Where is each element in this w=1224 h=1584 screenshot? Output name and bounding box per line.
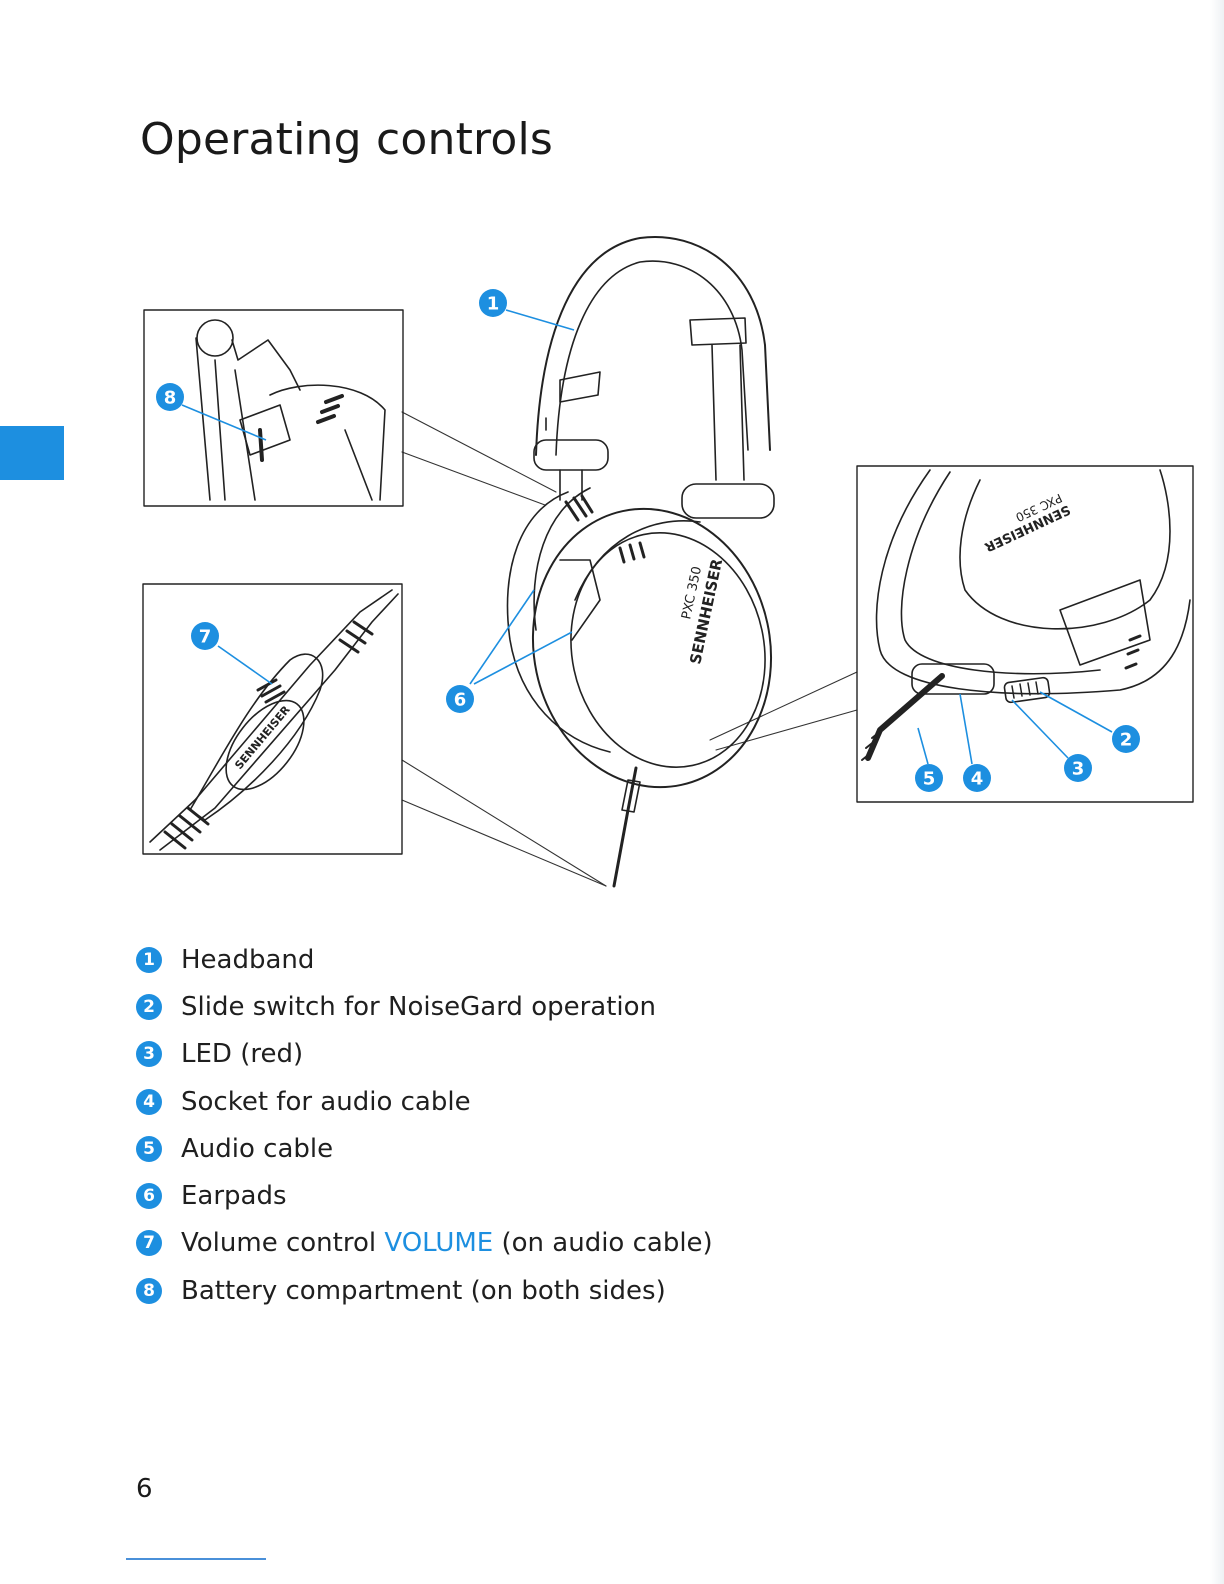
legend-number: 5 bbox=[136, 1136, 162, 1162]
legend-label: Volume control VOLUME (on audio cable) bbox=[181, 1228, 713, 1258]
legend-item-socket: 4 Socket for audio cable bbox=[136, 1078, 713, 1125]
legend-number: 4 bbox=[136, 1089, 162, 1115]
page-number: 6 bbox=[136, 1474, 153, 1504]
back-earcup bbox=[507, 488, 610, 752]
callout-8: 8 bbox=[156, 383, 184, 411]
svg-text:2: 2 bbox=[1120, 730, 1133, 751]
component-legend: 1 Headband 2 Slide switch for NoiseGard … bbox=[136, 936, 713, 1314]
front-earcup: SENNHEISER PXC 350 bbox=[507, 487, 796, 810]
legend-item-audio-cable: 5 Audio cable bbox=[136, 1125, 713, 1172]
legend-number: 8 bbox=[136, 1278, 162, 1304]
right-hinge bbox=[682, 484, 774, 518]
headband-drawing bbox=[536, 237, 770, 480]
callout-5: 5 bbox=[915, 764, 943, 792]
legend-item-led: 3 LED (red) bbox=[136, 1031, 713, 1078]
legend-label: Earpads bbox=[181, 1181, 287, 1211]
inset-controls-closeup: SENNHEISER PXC 350 bbox=[857, 466, 1193, 802]
legend-item-earpads: 6 Earpads bbox=[136, 1172, 713, 1219]
callout-4: 4 bbox=[963, 764, 991, 792]
legend-item-headband: 1 Headband bbox=[136, 936, 713, 983]
volume-highlight: VOLUME bbox=[384, 1228, 493, 1258]
svg-text:8: 8 bbox=[164, 388, 177, 409]
inset-connector-lines bbox=[402, 412, 857, 886]
legend-label: Audio cable bbox=[181, 1134, 333, 1164]
legend-item-slide-switch: 2 Slide switch for NoiseGard operation bbox=[136, 983, 713, 1030]
callout-2: 2 bbox=[1112, 725, 1140, 753]
legend-number: 3 bbox=[136, 1041, 162, 1067]
inset-battery-compartment bbox=[144, 310, 403, 506]
headphones-diagram: SENNHEISER PXC 350 bbox=[0, 0, 1224, 900]
svg-text:4: 4 bbox=[971, 769, 984, 790]
legend-label: LED (red) bbox=[181, 1039, 303, 1069]
svg-text:6: 6 bbox=[454, 690, 467, 711]
legend-number: 1 bbox=[136, 947, 162, 973]
inset-volume-control: SENNHEISER bbox=[143, 584, 402, 854]
svg-text:7: 7 bbox=[199, 627, 212, 648]
legend-label: Slide switch for NoiseGard operation bbox=[181, 992, 656, 1022]
callout-3: 3 bbox=[1064, 754, 1092, 782]
callout-leader-lines bbox=[182, 310, 1112, 764]
legend-item-battery-compartment: 8 Battery compartment (on both sides) bbox=[136, 1267, 713, 1314]
bottom-rule bbox=[126, 1558, 266, 1560]
left-hinge bbox=[534, 440, 608, 470]
legend-item-volume-control: 7 Volume control VOLUME (on audio cable) bbox=[136, 1220, 713, 1267]
legend-number: 7 bbox=[136, 1230, 162, 1256]
svg-text:5: 5 bbox=[923, 769, 936, 790]
legend-label: Headband bbox=[181, 945, 314, 975]
svg-text:1: 1 bbox=[487, 294, 500, 315]
remote-brand-text: SENNHEISER bbox=[232, 703, 293, 772]
legend-number: 2 bbox=[136, 994, 162, 1020]
callout-6: 6 bbox=[446, 685, 474, 713]
callout-1: 1 bbox=[479, 289, 507, 317]
svg-text:3: 3 bbox=[1072, 759, 1085, 780]
callout-7: 7 bbox=[191, 622, 219, 650]
legend-number: 6 bbox=[136, 1183, 162, 1209]
main-cable bbox=[614, 768, 636, 886]
legend-label: Battery compartment (on both sides) bbox=[181, 1276, 666, 1306]
legend-label: Socket for audio cable bbox=[181, 1087, 471, 1117]
